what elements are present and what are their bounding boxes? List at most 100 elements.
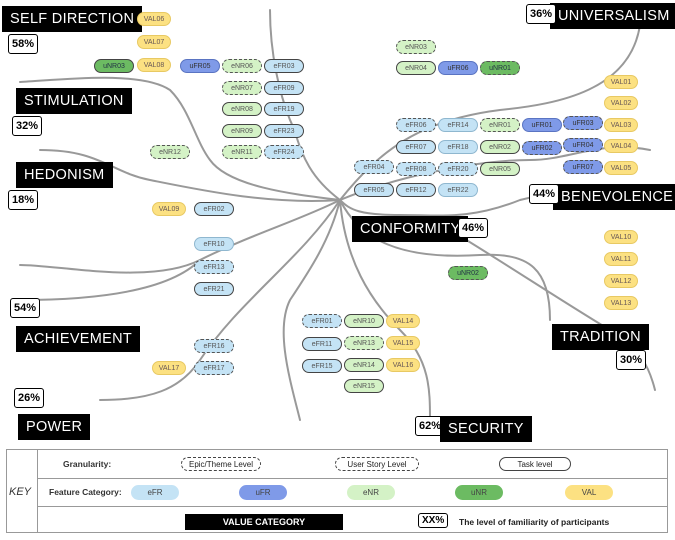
feature-efr12: eFR12 [396, 183, 436, 197]
key-task-level: Task level [499, 457, 571, 471]
legend-key: KEY Granularity: Epic/Theme Level User S… [6, 449, 668, 533]
feature-efr07: eFR07 [396, 140, 436, 154]
feature-val09: VAL09 [152, 202, 186, 216]
feature-efr13: eFR13 [194, 260, 234, 274]
feature-enr01: eNR01 [480, 118, 520, 132]
branch-stimulation [19, 76, 341, 201]
feature-efr18: eFR18 [438, 140, 478, 154]
pct-security: 62% [415, 416, 446, 436]
feature-val04: VAL04 [604, 139, 638, 153]
key-value-category: VALUE CATEGORY [185, 514, 343, 530]
category-power: POWER [18, 414, 91, 440]
branch-self-direction [269, 9, 341, 201]
feature-ufr06: uFR06 [438, 61, 478, 75]
key-chip-unr: uNR [455, 485, 503, 500]
granularity-label: Granularity: [63, 459, 112, 469]
feature-efr02: eFR02 [194, 202, 234, 216]
feature-enr15: eNR15 [344, 379, 384, 393]
feature-val12: VAL12 [604, 274, 638, 288]
feature-val15: VAL15 [386, 336, 420, 350]
key-chip-ufr: uFR [239, 485, 287, 500]
category-benevolence: BENEVOLENCE [553, 184, 675, 210]
branch-benevolence [339, 146, 651, 201]
feature-val07: VAL07 [137, 35, 171, 49]
key-epic-level: Epic/Theme Level [181, 457, 261, 471]
pct-benevolence: 44% [529, 184, 560, 204]
category-security: SECURITY [440, 416, 532, 442]
feature-efr19: eFR19 [264, 102, 304, 116]
feature-efr15: eFR15 [302, 359, 342, 373]
feature-enr08: eNR08 [222, 102, 262, 116]
feature-enr14: eNR14 [344, 358, 384, 372]
value-diagram: SELF DIRECTION 58% UNIVERSALISM 36% STIM… [2, 3, 675, 442]
key-divider-2 [37, 506, 667, 507]
feature-val01: VAL01 [604, 75, 638, 89]
category-hedonism: HEDONISM [16, 162, 113, 188]
key-percentage: XX% [418, 513, 449, 528]
feature-unr02: uNR02 [448, 266, 488, 280]
feature-unr03: uNR03 [94, 59, 134, 73]
feature-val11: VAL11 [604, 252, 638, 266]
feature-enr02: eNR02 [480, 140, 520, 154]
feature-val02: VAL02 [604, 96, 638, 110]
feature-enr10: eNR10 [344, 314, 384, 328]
pct-tradition: 30% [616, 350, 647, 370]
branch-security-2 [339, 199, 431, 421]
category-achievement: ACHIEVEMENT [16, 326, 141, 352]
feature-ufr01: uFR01 [522, 118, 562, 132]
feature-efr20: eFR20 [438, 162, 478, 176]
feature-val05: VAL05 [604, 161, 638, 175]
key-title: KEY [9, 486, 32, 498]
feature-efr09: eFR09 [264, 81, 304, 95]
feature-val14: VAL14 [386, 314, 420, 328]
key-story-level: User Story Level [335, 457, 419, 471]
feature-enr03: eNR03 [396, 40, 436, 54]
branch-security [282, 199, 341, 421]
feature-efr10: eFR10 [194, 237, 234, 251]
pct-achievement: 54% [10, 298, 41, 318]
feature-val13: VAL13 [604, 296, 638, 310]
key-divider-vertical [37, 450, 38, 532]
key-familiarity-text: The level of familiarity of participants [459, 517, 610, 527]
feature-efr11: eFR11 [302, 337, 342, 351]
feature-efr01: eFR01 [302, 314, 342, 328]
category-universalism: UNIVERSALISM [550, 3, 675, 29]
key-chip-enr: eNR [347, 485, 395, 500]
connector-lines [19, 9, 656, 421]
feature-enr09: eNR09 [222, 124, 262, 138]
category-stimulation: STIMULATION [16, 88, 132, 114]
feature-unr01: uNR01 [480, 61, 520, 75]
pct-universalism: 36% [526, 4, 557, 24]
feature-val10: VAL10 [604, 230, 638, 244]
key-chip-efr: eFR [131, 485, 179, 500]
feature-val17: VAL17 [152, 361, 186, 375]
pct-conformity: 46% [458, 218, 489, 238]
feature-val16: VAL16 [386, 358, 420, 372]
feature-ufr04: uFR04 [563, 138, 603, 152]
pct-power: 26% [14, 388, 45, 408]
branch-tradition-2 [449, 229, 656, 391]
feature-enr12: eNR12 [150, 145, 190, 159]
feature-ufr03: uFR03 [563, 116, 603, 130]
pct-stimulation: 32% [12, 116, 43, 136]
branch-left-low [19, 259, 201, 301]
feature-val08: VAL08 [137, 58, 171, 72]
feature-efr03: eFR03 [264, 59, 304, 73]
feature-efr21: eFR21 [194, 282, 234, 296]
feature-ufr02: uFR02 [522, 141, 562, 155]
feature-efr24: eFR24 [264, 145, 304, 159]
branch-hedonism [39, 149, 341, 202]
feature-efr14: eFR14 [438, 118, 478, 132]
feature-efr22: eFR22 [438, 183, 478, 197]
feature-category-label: Feature Category: [49, 487, 122, 497]
feature-ufr07: uFR07 [563, 160, 603, 174]
feature-val03: VAL03 [604, 118, 638, 132]
category-self-direction: SELF DIRECTION [2, 6, 143, 32]
key-chip-val: VAL [565, 485, 613, 500]
feature-efr04: eFR04 [354, 160, 394, 174]
feature-efr16: eFR16 [194, 339, 234, 353]
feature-efr06: eFR06 [396, 118, 436, 132]
feature-efr23: eFR23 [264, 124, 304, 138]
feature-efr05: eFR05 [354, 183, 394, 197]
feature-efr17: eFR17 [194, 361, 234, 375]
